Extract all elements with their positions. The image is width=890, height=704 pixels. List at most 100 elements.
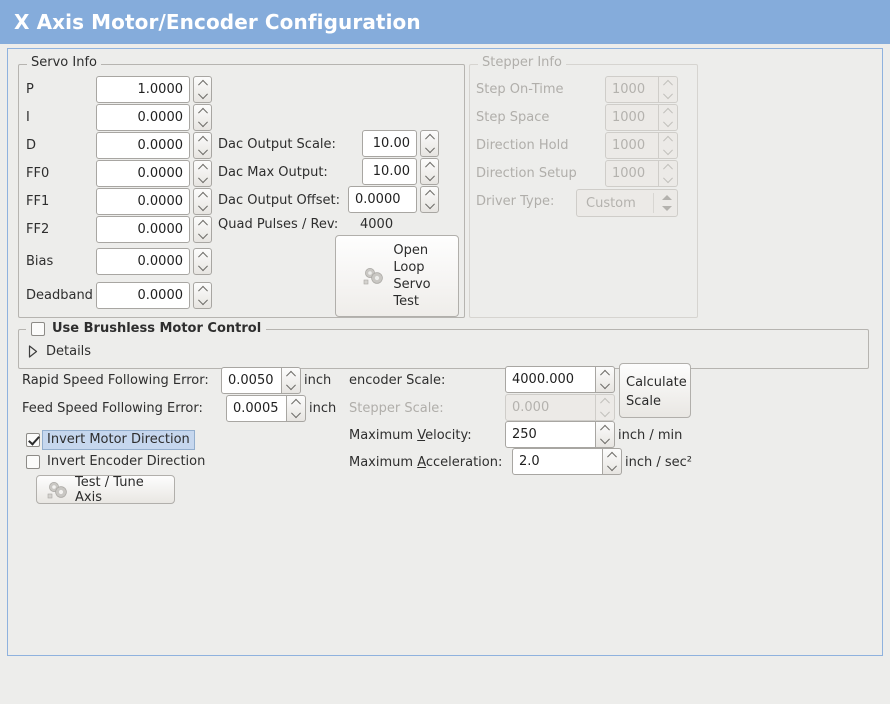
dac-max-output-spinner[interactable] xyxy=(420,158,439,185)
dac-max-output-value[interactable]: 10.00 xyxy=(362,158,417,185)
servo-spinner-i[interactable] xyxy=(193,104,212,131)
servo-spinner-d[interactable] xyxy=(193,132,212,159)
spin-up-icon[interactable] xyxy=(421,159,438,172)
spin-up-icon[interactable] xyxy=(194,283,211,296)
spin-up-icon[interactable] xyxy=(659,161,677,174)
rapid-speed-spinner[interactable] xyxy=(282,367,301,394)
dac-output-offset-value[interactable]: 0.0000 xyxy=(348,186,417,213)
spin-down-icon[interactable] xyxy=(421,172,438,185)
servo-spinner-deadband[interactable] xyxy=(193,282,212,309)
spin-up-icon[interactable] xyxy=(194,105,211,118)
maximum-velocity-value[interactable]: 250 xyxy=(505,421,596,448)
spin-up-icon[interactable] xyxy=(282,368,300,381)
stepper-scale-spinner[interactable] xyxy=(596,394,615,421)
stepper-value-step-space[interactable]: 1000 xyxy=(605,104,659,131)
stepper-spinner-step-on-time[interactable] xyxy=(659,76,678,103)
dac-output-scale-spinner[interactable] xyxy=(420,130,439,157)
spin-up-icon[interactable] xyxy=(603,449,621,462)
stepper-input-direction-setup[interactable]: 1000 xyxy=(605,160,678,187)
servo-input-deadband[interactable]: 0.0000 xyxy=(96,282,212,309)
chevron-right-icon[interactable] xyxy=(28,345,38,358)
encoder-scale-value[interactable]: 4000.000 xyxy=(505,366,596,393)
encoder-scale-input[interactable]: 4000.000 xyxy=(505,366,615,393)
spin-down-icon[interactable] xyxy=(603,462,621,475)
servo-value-ff1[interactable]: 0.0000 xyxy=(96,188,190,215)
spin-down-icon[interactable] xyxy=(282,381,300,394)
feed-speed-following-error-input[interactable]: 0.0005 xyxy=(226,395,306,422)
invert-motor-direction-checkbox[interactable]: Invert Motor Direction xyxy=(26,430,195,450)
spin-down-icon[interactable] xyxy=(596,408,614,421)
spin-down-icon[interactable] xyxy=(194,202,211,215)
checkbox-box[interactable] xyxy=(26,433,40,447)
encoder-scale-spinner[interactable] xyxy=(596,366,615,393)
servo-value-d[interactable]: 0.0000 xyxy=(96,132,190,159)
spin-up-icon[interactable] xyxy=(596,395,614,408)
maximum-velocity-spinner[interactable] xyxy=(596,421,615,448)
feed-speed-spinner[interactable] xyxy=(287,395,306,422)
spin-down-icon[interactable] xyxy=(659,90,677,103)
spin-down-icon[interactable] xyxy=(194,230,211,243)
open-loop-servo-test-button[interactable]: Open Loop Servo Test xyxy=(335,235,459,317)
stepper-value-direction-hold[interactable]: 1000 xyxy=(605,132,659,159)
spin-down-icon[interactable] xyxy=(194,296,211,309)
maximum-acceleration-input[interactable]: 2.0 xyxy=(512,448,622,475)
spin-up-icon[interactable] xyxy=(421,187,438,200)
spin-up-icon[interactable] xyxy=(596,422,614,435)
maximum-acceleration-spinner[interactable] xyxy=(603,448,622,475)
stepper-value-step-on-time[interactable]: 1000 xyxy=(605,76,659,103)
servo-spinner-bias[interactable] xyxy=(193,248,212,275)
use-brushless-motor-control-checkbox[interactable]: Use Brushless Motor Control xyxy=(26,321,267,337)
dac-output-scale-value[interactable]: 10.00 xyxy=(362,130,417,157)
spin-up-icon[interactable] xyxy=(194,189,211,202)
stepper-scale-value[interactable]: 0.000 xyxy=(505,394,596,421)
servo-input-p[interactable]: 1.0000 xyxy=(96,76,212,103)
servo-input-d[interactable]: 0.0000 xyxy=(96,132,212,159)
servo-value-ff0[interactable]: 0.0000 xyxy=(96,160,190,187)
dac-output-scale-input[interactable]: 10.00 xyxy=(362,130,439,157)
spin-up-icon[interactable] xyxy=(194,249,211,262)
spin-down-icon[interactable] xyxy=(194,174,211,187)
spin-up-icon[interactable] xyxy=(194,161,211,174)
servo-input-ff0[interactable]: 0.0000 xyxy=(96,160,212,187)
servo-input-i[interactable]: 0.0000 xyxy=(96,104,212,131)
servo-input-ff2[interactable]: 0.0000 xyxy=(96,216,212,243)
servo-value-bias[interactable]: 0.0000 xyxy=(96,248,190,275)
spin-up-icon[interactable] xyxy=(659,105,677,118)
spin-up-icon[interactable] xyxy=(659,133,677,146)
servo-value-deadband[interactable]: 0.0000 xyxy=(96,282,190,309)
spin-down-icon[interactable] xyxy=(287,409,305,422)
dac-output-offset-spinner[interactable] xyxy=(420,186,439,213)
servo-value-i[interactable]: 0.0000 xyxy=(96,104,190,131)
servo-input-bias[interactable]: 0.0000 xyxy=(96,248,212,275)
rapid-speed-following-error-input[interactable]: 0.0050 xyxy=(221,367,301,394)
spin-down-icon[interactable] xyxy=(659,118,677,131)
stepper-scale-input[interactable]: 0.000 xyxy=(505,394,615,421)
servo-value-p[interactable]: 1.0000 xyxy=(96,76,190,103)
servo-spinner-ff0[interactable] xyxy=(193,160,212,187)
spin-up-icon[interactable] xyxy=(194,77,211,90)
spin-up-icon[interactable] xyxy=(194,217,211,230)
spin-down-icon[interactable] xyxy=(194,118,211,131)
spin-down-icon[interactable] xyxy=(194,146,211,159)
spin-down-icon[interactable] xyxy=(421,144,438,157)
rapid-speed-following-error-value[interactable]: 0.0050 xyxy=(221,367,282,394)
spin-up-icon[interactable] xyxy=(596,367,614,380)
stepper-spinner-direction-hold[interactable] xyxy=(659,132,678,159)
stepper-spinner-direction-setup[interactable] xyxy=(659,160,678,187)
stepper-input-step-space[interactable]: 1000 xyxy=(605,104,678,131)
servo-value-ff2[interactable]: 0.0000 xyxy=(96,216,190,243)
spin-up-icon[interactable] xyxy=(421,131,438,144)
spin-down-icon[interactable] xyxy=(194,90,211,103)
calculate-scale-button[interactable]: Calculate Scale xyxy=(619,363,691,418)
spin-down-icon[interactable] xyxy=(596,380,614,393)
spin-down-icon[interactable] xyxy=(421,200,438,213)
checkbox-box[interactable] xyxy=(31,322,45,336)
feed-speed-following-error-value[interactable]: 0.0005 xyxy=(226,395,287,422)
test-tune-axis-button[interactable]: Test / Tune Axis xyxy=(36,475,175,505)
details-expander[interactable]: Details xyxy=(28,344,91,359)
servo-input-ff1[interactable]: 0.0000 xyxy=(96,188,212,215)
invert-encoder-direction-checkbox[interactable]: Invert Encoder Direction xyxy=(26,454,205,470)
spin-down-icon[interactable] xyxy=(596,435,614,448)
spin-down-icon[interactable] xyxy=(659,146,677,159)
spin-up-icon[interactable] xyxy=(287,396,305,409)
